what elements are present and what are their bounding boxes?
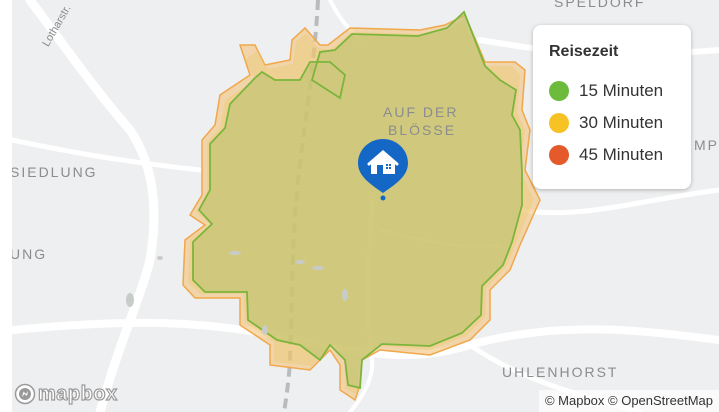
legend-label-15: 15 Minuten — [579, 81, 664, 100]
place-label-mp: MP — [694, 137, 719, 153]
road-south — [12, 318, 719, 359]
legend-title: Reisezeit — [549, 43, 619, 60]
road-east — [517, 187, 719, 216]
road-lotharstrasse — [25, 0, 159, 412]
legend-dot-green — [549, 81, 569, 101]
place-label-siedlung: SIEDLUNG — [12, 164, 98, 180]
map-layers — [12, 0, 719, 412]
legend-item-15: 15 Minuten — [549, 75, 675, 107]
mapbox-logo[interactable]: mapbox — [14, 382, 118, 406]
map-details — [126, 251, 348, 335]
legend-dot-yellow — [549, 113, 569, 133]
legend-label-45: 45 Minuten — [579, 145, 664, 164]
place-label-speldorf: SPELDORF — [554, 0, 646, 10]
place-label-ung: UNG — [12, 246, 48, 262]
road-west — [12, 137, 203, 173]
map-attribution[interactable]: © Mapbox © OpenStreetMap — [538, 390, 719, 412]
legend-dot-orange — [549, 145, 569, 165]
place-label-auf-der: AUF DER — [383, 104, 459, 120]
location-marker[interactable] — [357, 137, 409, 203]
mapbox-logo-text: mapbox — [37, 382, 118, 405]
home-icon — [358, 139, 408, 201]
place-label-uhlenhorst: UHLENHORST — [502, 364, 619, 380]
zone-15-minutes — [192, 10, 523, 390]
legend-item-45: 45 Minuten — [549, 139, 675, 171]
place-label-blosse: BLÖSSE — [388, 122, 457, 138]
travel-time-legend: Reisezeit 15 Minuten 30 Minuten 45 Minut… — [533, 25, 691, 189]
legend-label-30: 30 Minuten — [579, 113, 664, 132]
legend-item-30: 30 Minuten — [549, 107, 675, 139]
mapbox-logo-icon — [14, 383, 36, 405]
